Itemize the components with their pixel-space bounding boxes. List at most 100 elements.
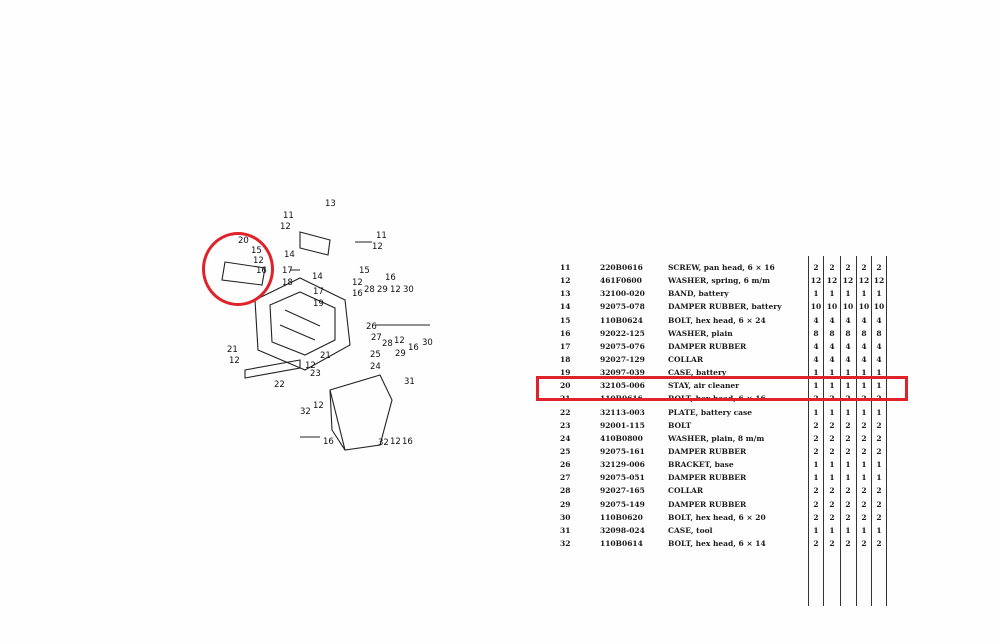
ref-number: 32: [560, 538, 571, 548]
quantity: 2: [829, 499, 835, 509]
quantity: 2: [876, 433, 882, 443]
ref-number: 27: [560, 473, 571, 483]
quantity: 8: [829, 328, 835, 338]
quantity: 4: [876, 341, 882, 351]
quantity: 10: [873, 302, 885, 312]
quantity: 1: [861, 525, 867, 535]
callout-label: 19: [313, 299, 324, 309]
description: DAMPER RUBBER: [668, 473, 747, 483]
quantity: 1: [813, 381, 819, 391]
quantity: 2: [813, 486, 819, 496]
part-number: 92001-115: [600, 420, 645, 430]
quantity: 2: [876, 512, 882, 522]
quantity: 1: [845, 368, 851, 378]
callout-label: 27: [371, 333, 382, 343]
callout-label: 29: [377, 285, 388, 295]
quantity: 10: [858, 302, 870, 312]
quantity: 1: [876, 525, 882, 535]
quantity: 2: [861, 263, 867, 272]
callout-label: 12: [372, 242, 383, 252]
quantity: 1: [876, 407, 882, 417]
part-number: 92027-129: [600, 354, 645, 364]
callout-label: 14: [284, 250, 295, 260]
part-number: 92075-076: [600, 341, 645, 351]
quantity: 2: [845, 433, 851, 443]
plate-drawing: [244, 359, 301, 379]
quantity: 2: [845, 420, 851, 430]
battery-case-drawing: [254, 277, 351, 371]
callout-label: 16: [402, 437, 413, 447]
quantity: 4: [845, 354, 851, 364]
ref-number: 25: [560, 446, 571, 456]
column-divider: [840, 256, 841, 606]
quantity: 1: [861, 473, 867, 483]
quantity: 2: [829, 512, 835, 522]
quantity: 1: [829, 407, 835, 417]
ref-number: 12: [560, 276, 571, 286]
quantity: 1: [813, 460, 819, 470]
quantity: 2: [813, 420, 819, 430]
tool-case-drawing: [329, 374, 393, 451]
callout-label: 30: [403, 285, 414, 295]
quantity: 1: [861, 289, 867, 299]
quantity: 1: [876, 368, 882, 378]
description: BOLT: [668, 420, 692, 430]
description: DAMPER RUBBER: [668, 341, 747, 351]
callout-label: 21: [227, 345, 238, 355]
quantity: 2: [829, 446, 835, 456]
quantity: 1: [829, 460, 835, 470]
quantity: 4: [845, 315, 851, 325]
description: BOLT, hex head, 6 × 20: [668, 512, 766, 522]
callout-label: 30: [422, 338, 433, 348]
quantity: 2: [861, 512, 867, 522]
callout-label: 12: [313, 401, 324, 411]
ref-number: 19: [560, 368, 571, 378]
description: WASHER, plain, 8 m/m: [668, 433, 765, 443]
ref-number: 31: [560, 525, 571, 535]
quantity: 2: [861, 433, 867, 443]
ref-number: 23: [560, 420, 571, 430]
quantity: 1: [845, 460, 851, 470]
callout-label: 12: [280, 222, 291, 232]
callout-label: 26: [366, 322, 377, 332]
ref-number: 11: [560, 263, 571, 272]
quantity: 1: [829, 289, 835, 299]
ref-number: 17: [560, 341, 571, 351]
quantity: 2: [876, 420, 882, 430]
quantity: 2: [861, 486, 867, 496]
quantity: 4: [876, 354, 882, 364]
part-number: 110B0620: [600, 512, 643, 522]
quantity: 2: [829, 538, 835, 548]
quantity: 4: [829, 341, 835, 351]
description: CASE, tool: [668, 525, 713, 535]
description: DAMPER RUBBER, battery: [668, 302, 782, 312]
callout-label: 14: [312, 272, 323, 282]
ref-number: 14: [560, 302, 571, 312]
callout-label: 12: [305, 361, 316, 371]
quantity: 4: [861, 354, 867, 364]
quantity: 1: [845, 473, 851, 483]
ref-number: 18: [560, 354, 571, 364]
callout-label: 21: [320, 351, 331, 361]
quantity: 4: [813, 315, 819, 325]
callout-label: 16: [408, 343, 419, 353]
quantity: 2: [845, 499, 851, 509]
quantity: 12: [858, 276, 870, 286]
description: DAMPER RUBBER: [668, 446, 747, 456]
quantity: 2: [845, 512, 851, 522]
quantity: 2: [876, 538, 882, 548]
bolt-drawing: [290, 241, 430, 438]
quantity: 1: [845, 407, 851, 417]
column-divider: [808, 256, 809, 606]
ref-number: 20: [560, 381, 571, 391]
quantity: 1: [861, 407, 867, 417]
battery-band-drawing: [299, 231, 331, 256]
part-number: 461F0600: [600, 276, 642, 286]
part-number: 32105-006: [600, 381, 645, 391]
quantity: 2: [876, 263, 882, 272]
quantity: 2: [876, 499, 882, 509]
column-divider: [823, 256, 824, 606]
quantity: 2: [876, 486, 882, 496]
callout-label: 22: [274, 380, 285, 390]
quantity: 10: [842, 302, 854, 312]
